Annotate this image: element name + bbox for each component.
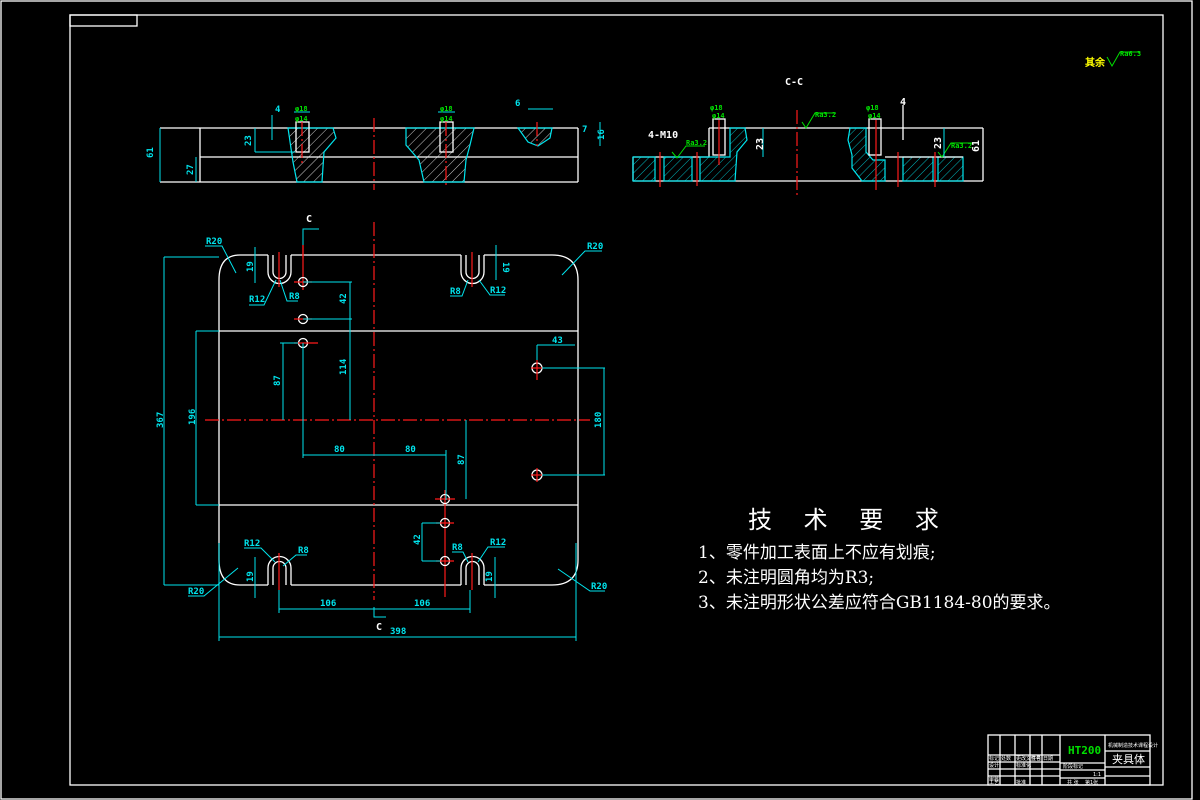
dim-phi18-b: φ18 bbox=[440, 105, 453, 113]
title-block: HT200 机械制造技术课程设计 夹具体 1:1 第1张 阶段标记 共 张 标记… bbox=[987, 734, 1158, 786]
cc-depth-right: 23 bbox=[933, 137, 944, 149]
dim-61: 61 bbox=[146, 147, 156, 158]
roughness-symbol-icon bbox=[801, 112, 836, 129]
cc-total-height: 61 bbox=[971, 140, 982, 152]
roughness-label: Ra3.2 bbox=[951, 142, 972, 150]
radius-r12-tr: R12 bbox=[490, 286, 506, 296]
dim-87-left: 87 bbox=[273, 375, 283, 386]
radius-r20-tr: R20 bbox=[587, 242, 603, 252]
header-date: 日期 bbox=[1043, 756, 1053, 762]
radius-r8-tr: R8 bbox=[450, 287, 461, 297]
radius-r12-tl: R12 bbox=[249, 295, 265, 305]
dim-43: 43 bbox=[552, 336, 563, 346]
dim-7: 7 bbox=[582, 125, 587, 135]
plan-view: C C 367 196 42 114 87 80 80 87 43 180 bbox=[156, 214, 607, 641]
cc-chamfer: 4 bbox=[900, 97, 906, 108]
dim-19-tr: 19 bbox=[500, 262, 510, 273]
hatched-section-left bbox=[287, 127, 337, 183]
radius-r20-br: R20 bbox=[591, 582, 607, 592]
cc-phi14-left: φ14 bbox=[712, 112, 725, 120]
tech-requirement-2: 2、未注明圆角均为R3; bbox=[698, 568, 875, 588]
count-label: 共 张 bbox=[1067, 779, 1079, 786]
dim-phi14-b: φ14 bbox=[440, 115, 453, 123]
dim-80-left: 80 bbox=[334, 445, 345, 455]
tech-requirement-3: 3、未注明形状公差应符合GB1184-80的要求。 bbox=[698, 593, 1061, 613]
cc-phi18-right: φ18 bbox=[866, 104, 879, 112]
dim-4: 4 bbox=[275, 105, 281, 115]
approve-label: 批准 bbox=[1016, 779, 1026, 786]
radius-r20-bl: R20 bbox=[188, 587, 204, 597]
dim-42-bottom: 42 bbox=[413, 534, 423, 545]
dim-106-left: 106 bbox=[320, 599, 336, 609]
radius-r8-tl: R8 bbox=[289, 292, 300, 302]
section-c-c: C-C 4-M10 Ra3.2 Ra3.2 Ra3.2 φ18 φ14 φ18 … bbox=[632, 77, 984, 195]
roughness-symbol-icon bbox=[937, 142, 973, 158]
plate-outline bbox=[218, 254, 579, 586]
dim-19-tl: 19 bbox=[246, 261, 256, 272]
roughness-other-label: 其余 bbox=[1085, 56, 1106, 69]
stage-label: 阶段标记 bbox=[1063, 763, 1083, 770]
material-label: HT200 bbox=[1068, 744, 1101, 757]
cc-depth-left: 23 bbox=[755, 138, 766, 150]
dim-87-right: 87 bbox=[457, 454, 467, 465]
roughness-label: Ra3.2 bbox=[686, 139, 707, 147]
dim-367: 367 bbox=[156, 412, 166, 428]
role-design: 设计 bbox=[989, 762, 999, 769]
dim-42-top: 42 bbox=[339, 293, 349, 304]
holes bbox=[294, 276, 543, 567]
section-marker-top: C bbox=[306, 214, 312, 225]
hatched-section-middle bbox=[405, 127, 475, 183]
hatched-section-right bbox=[516, 127, 553, 147]
dim-phi18-a: φ18 bbox=[295, 105, 308, 113]
dim-19-br: 19 bbox=[485, 571, 495, 582]
part-name: 夹具体 bbox=[1112, 752, 1145, 766]
role-review: 审核 bbox=[989, 776, 999, 783]
header-sign: 签名 bbox=[1031, 755, 1041, 762]
header-mark: 标记 bbox=[989, 755, 999, 762]
sheet-label: 第1张 bbox=[1085, 779, 1098, 786]
header-count: 处数 bbox=[1001, 755, 1011, 762]
roughness-symbol-icon bbox=[1106, 51, 1140, 68]
dim-16: 16 bbox=[597, 129, 607, 140]
roughness-symbol-icon bbox=[671, 145, 705, 159]
tech-requirement-1: 1、零件加工表面上不应有划痕; bbox=[698, 543, 936, 563]
inner-border bbox=[69, 14, 1164, 786]
front-view: 61 27 23 4 φ18 φ14 φ18 φ14 6 16 7 bbox=[146, 99, 607, 190]
dim-80-right: 80 bbox=[405, 445, 416, 455]
scale-value: 1:1 bbox=[1093, 772, 1101, 778]
dim-180: 180 bbox=[594, 412, 604, 428]
cc-phi14-right: φ14 bbox=[868, 112, 881, 120]
radius-r8-bl: R8 bbox=[298, 546, 309, 556]
general-roughness: 其余 Ra6.3 bbox=[1085, 50, 1141, 69]
standard-label: 标准化 bbox=[1016, 762, 1031, 769]
dim-27: 27 bbox=[186, 164, 196, 175]
dim-398: 398 bbox=[390, 627, 406, 637]
dim-23: 23 bbox=[244, 135, 254, 146]
dim-phi14-a: φ14 bbox=[295, 115, 308, 123]
drawing-number-box bbox=[69, 14, 138, 27]
section-marker-bottom: C bbox=[376, 622, 382, 633]
radius-r12-br: R12 bbox=[490, 538, 506, 548]
radius-r8-br: R8 bbox=[452, 543, 463, 553]
dim-114: 114 bbox=[339, 358, 349, 375]
tech-requirements-title: 技 术 要 求 bbox=[748, 506, 951, 534]
school-label: 机械制造技术课程设计 bbox=[1108, 742, 1158, 749]
role-process: 工艺 bbox=[989, 780, 999, 786]
radius-r20-tl: R20 bbox=[206, 237, 222, 247]
dim-106-right: 106 bbox=[414, 599, 430, 609]
roughness-label: Ra3.2 bbox=[815, 111, 836, 119]
dim-6: 6 bbox=[515, 99, 520, 109]
dim-196: 196 bbox=[188, 409, 198, 425]
header-doc: 更改文件号 bbox=[1016, 755, 1041, 762]
cc-phi18-left: φ18 bbox=[710, 104, 723, 112]
roughness-value: Ra6.3 bbox=[1120, 50, 1141, 58]
dim-19-bl: 19 bbox=[246, 571, 256, 582]
section-label: C-C bbox=[785, 77, 803, 88]
radius-r12-bl: R12 bbox=[244, 539, 260, 549]
hole-callout: 4-M10 bbox=[648, 130, 678, 141]
